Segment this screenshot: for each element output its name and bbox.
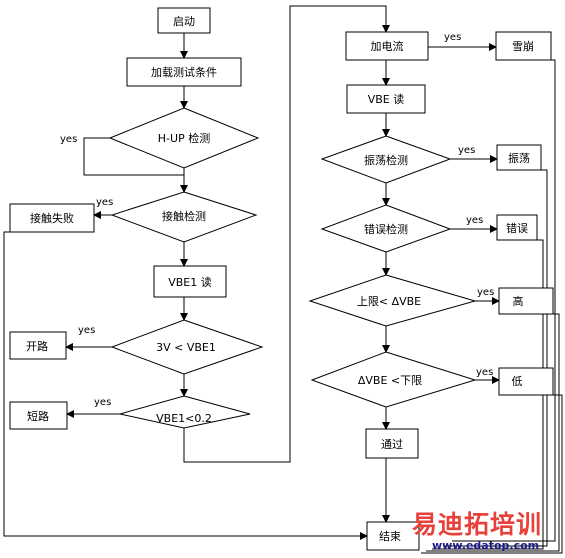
contact-decision — [110, 191, 258, 243]
open-decision — [110, 319, 264, 375]
pass-label: 通过 — [381, 438, 403, 451]
yes-label-short: yes — [94, 397, 111, 408]
avalanche-node — [495, 31, 552, 61]
low-label: 低 — [512, 375, 523, 388]
yes-label-avalanche: yes — [444, 32, 461, 43]
osc-check-label: 振荡检测 — [364, 153, 408, 167]
contact-label: 接触检测 — [162, 209, 206, 223]
watermark: 易迪拓培训 www.edatop.com — [412, 505, 562, 555]
contact-fail-node — [9, 203, 95, 233]
err-check-label: 错误检测 — [364, 222, 408, 236]
vbe1-read-label: VBE1 读 — [168, 275, 212, 289]
start-label: 启动 — [173, 15, 195, 28]
err-node — [496, 214, 538, 241]
err-decision — [320, 204, 452, 253]
vbe-read-label: VBE 读 — [368, 92, 405, 106]
osc-decision — [320, 135, 452, 184]
add-current-node — [345, 31, 429, 61]
yes-label-hup: yes — [60, 134, 77, 145]
yes-label-open: yes — [78, 325, 95, 336]
contact-fail-label: 接触失败 — [30, 211, 74, 225]
pass-node — [365, 428, 419, 459]
high-label: 高 — [513, 294, 524, 308]
hup-decision — [108, 107, 260, 169]
lower-limit-decision — [310, 351, 477, 408]
watermark-title: 易迪拓培训 — [412, 510, 543, 539]
vbe-read-node — [346, 84, 426, 114]
yes-label-osc: yes — [458, 145, 475, 156]
hup-label: H-UP 检测 — [158, 131, 210, 145]
yes-label-err: yes — [466, 215, 483, 226]
err-label: 错误 — [506, 221, 528, 235]
osc-label: 振荡 — [508, 151, 530, 165]
vbe1-read-node — [153, 265, 227, 298]
avalanche-label: 雪崩 — [512, 39, 534, 53]
load-label: 加载测试条件 — [151, 65, 217, 79]
start-node — [157, 7, 211, 34]
short-label: 短路 — [27, 409, 49, 423]
add-current-label: 加电流 — [371, 39, 404, 53]
yes-label-high: yes — [477, 287, 494, 298]
high-node — [498, 287, 554, 315]
short-decision — [119, 395, 251, 429]
open-label: 开路 — [26, 340, 48, 353]
short-check-label: VBE1<0.2 — [156, 412, 212, 425]
end-label: 结束 — [379, 530, 401, 543]
watermark-url: www.edatop.com — [432, 539, 540, 552]
upper-check-label: 上限< ΔVBE — [357, 295, 421, 308]
open-check-label: 3V < VBE1 — [156, 341, 216, 354]
yes-label-low: yes — [476, 367, 493, 378]
lower-check-label: ΔVBE <下限 — [358, 374, 422, 387]
open-node — [9, 331, 67, 360]
low-node — [498, 367, 554, 396]
yes-label-contact: yes — [96, 197, 113, 208]
end-node — [366, 521, 420, 551]
upper-limit-decision — [308, 274, 477, 327]
short-node — [9, 401, 68, 430]
load-conditions-node — [126, 57, 242, 87]
osc-node — [496, 144, 542, 171]
